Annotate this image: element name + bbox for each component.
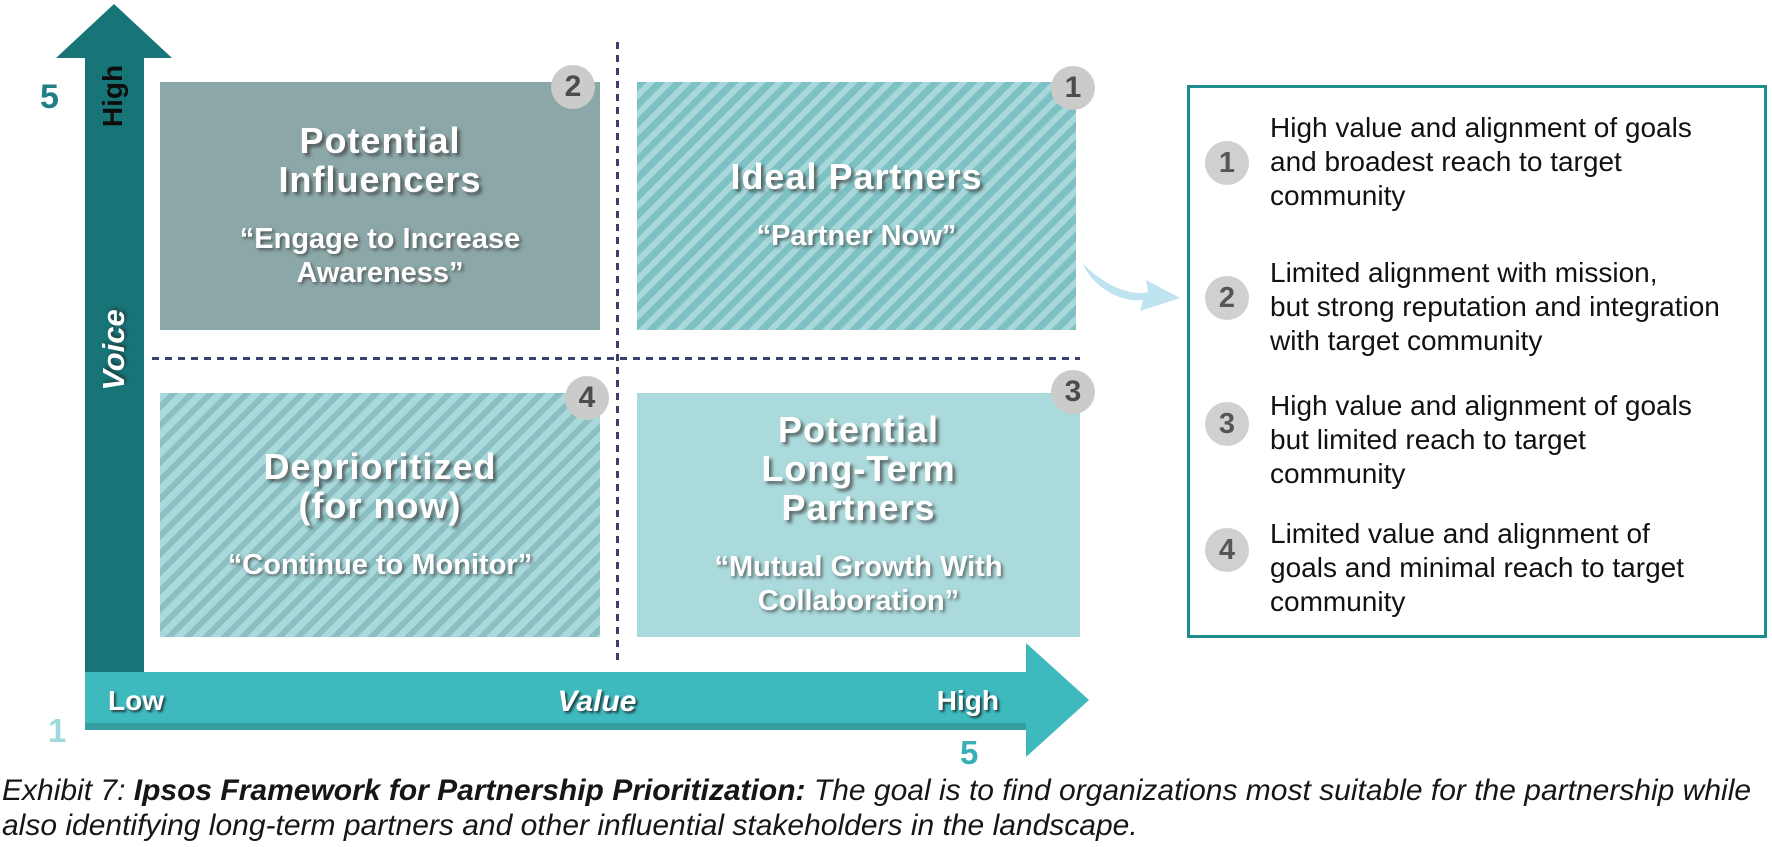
caption-exhibit-number: Exhibit 7: (2, 774, 134, 807)
badge-1: 1 (1051, 66, 1095, 110)
value-axis-max-tick: 5 (960, 734, 979, 771)
vertical-divider-dashed-line (616, 42, 619, 660)
value-axis-shaft (85, 672, 1026, 730)
horizontal-divider-dashed-line (152, 357, 1080, 360)
origin-tick: 1 (48, 712, 67, 749)
legend-number-1: 1 (1205, 141, 1249, 185)
voice-axis-shaft (85, 56, 144, 674)
value-axis-title: Value (557, 685, 637, 718)
value-axis-high-label: High (936, 685, 999, 716)
legend-number-3: 3 (1205, 402, 1249, 446)
legend-number-4: 4 (1205, 528, 1249, 572)
caption-description: The goal is to find organizations most s… (2, 774, 1752, 842)
quadrant-title: Ideal Partners (730, 156, 983, 198)
value-axis-low-label: Low (108, 685, 164, 716)
voice-axis-max-tick: 5 (40, 78, 59, 116)
quadrant-subtitle: “Partner Now” (756, 220, 957, 253)
badge-3: 3 (1051, 370, 1095, 414)
value-axis-arrowhead-icon (1026, 643, 1089, 757)
swoosh-arrow-icon (1083, 264, 1180, 311)
caption-title: Ipsos Framework for Partnership Prioriti… (133, 774, 806, 807)
voice-axis-title: Voice (96, 309, 131, 391)
quadrant-deprioritized: Deprioritized(for now) “Continue to Moni… (160, 393, 600, 637)
voice-axis-high-label: High (97, 64, 128, 128)
exhibit-caption: Exhibit 7: Ipsos Framework for Partnersh… (2, 773, 1757, 843)
legend-text-2: Limited alignment with mission,but stron… (1270, 257, 1720, 356)
legend-number-2: 2 (1205, 276, 1249, 320)
quadrant-ideal-partners: Ideal Partners “Partner Now” (637, 82, 1076, 330)
badge-2: 2 (551, 65, 595, 109)
quadrant-title: Deprioritized(for now) (263, 446, 497, 526)
badge-4: 4 (565, 376, 609, 420)
voice-axis-arrowhead-icon (56, 4, 172, 58)
quadrant-subtitle: “Continue to Monitor” (227, 548, 533, 581)
